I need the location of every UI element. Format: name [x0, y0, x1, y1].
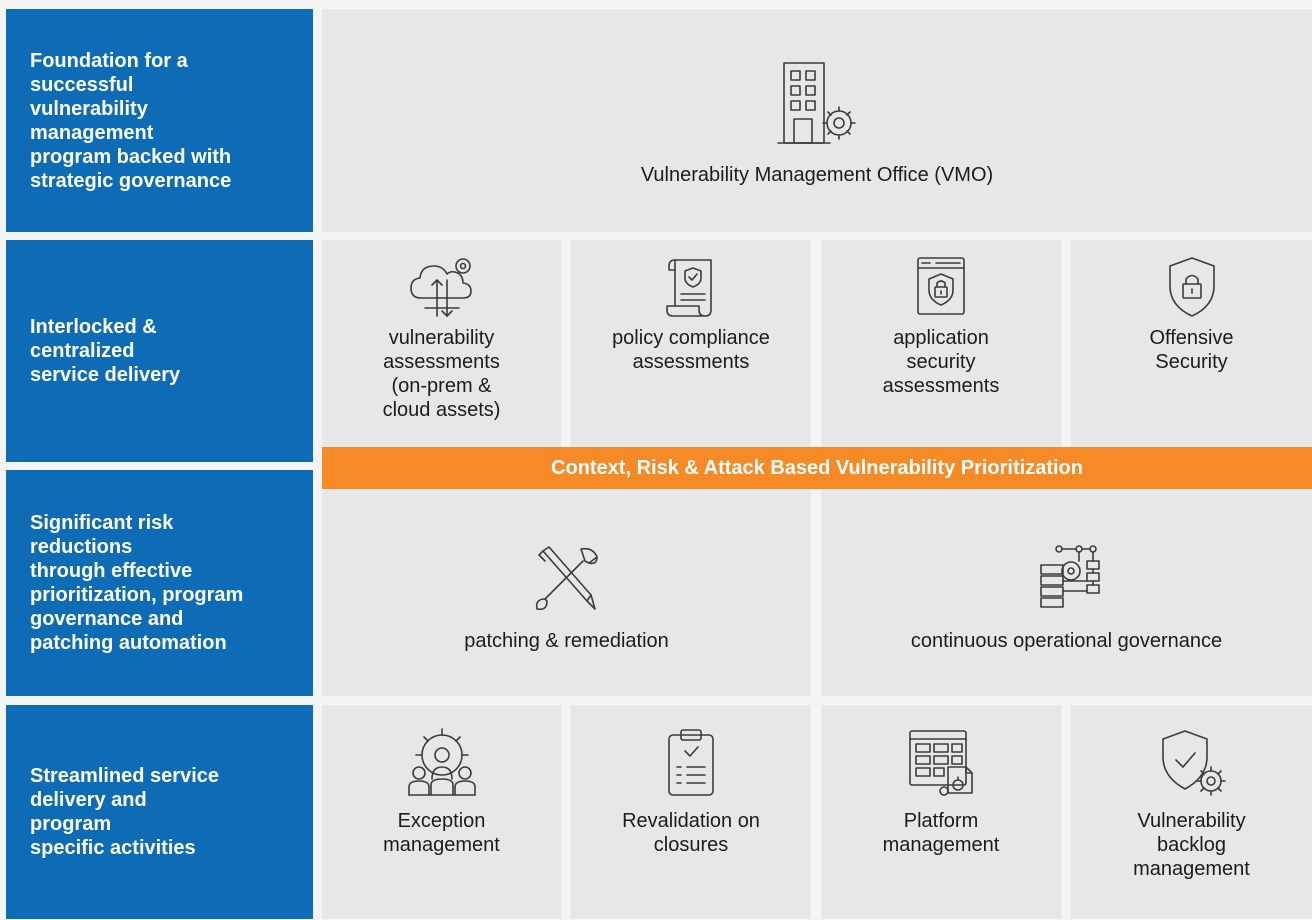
browser-lock-icon: [906, 254, 976, 320]
outcome-card-governance: continuous operational governance: [821, 489, 1312, 696]
activity-label-line: backlog: [1157, 834, 1226, 856]
row-label-line: governance and: [30, 608, 184, 630]
service-card-policy-compliance: policy compliance assessments: [571, 240, 811, 447]
shield-check-gear-icon: [1155, 727, 1229, 799]
prioritization-label: Context, Risk & Attack Based Vulnerabili…: [551, 456, 1083, 479]
activity-label-line: management: [383, 834, 500, 856]
activity-label-line: management: [1133, 858, 1250, 880]
activity-card-platform: Platform management: [821, 705, 1061, 919]
row-label-service-delivery: Interlocked & centralized service delive…: [6, 240, 313, 462]
row-label-line: Foundation for a: [30, 49, 188, 72]
row-label-line: specific activities: [30, 837, 196, 859]
service-label-line: assessments: [632, 351, 750, 373]
row-label-line: prioritization, program: [30, 584, 244, 606]
row-label-line: through effective: [30, 560, 193, 582]
dashboard-gear-icon: [904, 727, 978, 799]
activity-label-line: Vulnerability: [1137, 810, 1246, 832]
service-label-line: vulnerability: [388, 327, 495, 349]
activity-card-backlog: Vulnerability backlog management: [1071, 705, 1312, 919]
server-network-icon: [1031, 543, 1103, 615]
row-label-line: delivery and: [30, 789, 147, 811]
outcome-label: continuous operational governance: [910, 630, 1223, 652]
row-label-line: program backed with: [30, 145, 232, 168]
service-label-line: Security: [1155, 351, 1228, 373]
service-label-line: application: [893, 327, 989, 349]
row-label-line: service delivery: [30, 364, 181, 386]
activity-label-line: Platform: [903, 810, 979, 832]
vmo-label: Vulnerability Management Office (VMO): [640, 164, 994, 186]
row-label-line: strategic governance: [30, 169, 232, 192]
building-gear-icon: [772, 59, 862, 149]
service-card-offensive-security: Offensive Security: [1071, 240, 1312, 447]
row-label-line: Interlocked &: [30, 316, 157, 338]
service-label-line: assessments: [882, 375, 1000, 397]
service-label-line: security: [906, 351, 976, 373]
clipboard-check-icon: [661, 727, 721, 799]
row-label-line: Significant risk: [30, 512, 174, 534]
service-label-line: (on-prem &: [391, 375, 492, 397]
row-label-line: centralized: [30, 340, 135, 362]
service-card-application-security: application security assessments: [821, 240, 1061, 447]
cloud-gear-icon: [407, 254, 477, 320]
row-label-line: reductions: [30, 536, 133, 558]
row-label-line: Streamlined service: [30, 765, 219, 787]
shield-lock-icon: [1162, 254, 1222, 320]
team-gear-icon: [405, 727, 479, 799]
outcome-card-patching: patching & remediation: [322, 489, 811, 696]
service-card-vulnerability-assessments: vulnerability assessments (on-prem & clo…: [322, 240, 561, 447]
row-label-line: program: [30, 813, 112, 835]
row-label-line: patching automation: [30, 632, 227, 654]
activity-label-line: management: [882, 834, 1000, 856]
activity-label-line: Revalidation on: [622, 810, 760, 832]
activity-label-line: Exception: [397, 810, 486, 832]
prioritization-band: Context, Risk & Attack Based Vulnerabili…: [322, 447, 1312, 489]
row-label-risk-reduction: Significant risk reductions through effe…: [6, 470, 313, 696]
row-label-activities: Streamlined service delivery and program…: [6, 705, 313, 919]
activity-card-exception: Exception management: [322, 705, 561, 919]
tools-icon: [531, 543, 603, 615]
row-label-line: successful: [30, 73, 134, 96]
vmo-panel: Vulnerability Management Office (VMO): [322, 9, 1312, 232]
scroll-shield-icon: [661, 254, 721, 320]
service-label-line: policy compliance: [612, 327, 770, 349]
outcome-label: patching & remediation: [464, 630, 669, 652]
row-label-line: management: [30, 121, 154, 144]
row-label-line: vulnerability: [30, 97, 148, 120]
activity-card-revalidation: Revalidation on closures: [571, 705, 811, 919]
service-label-line: cloud assets): [382, 399, 501, 421]
service-label-line: Offensive: [1149, 327, 1234, 349]
service-label-line: assessments: [383, 351, 500, 373]
row-label-foundation: Foundation for a successful vulnerabilit…: [6, 9, 313, 232]
activity-label-line: closures: [653, 834, 729, 856]
